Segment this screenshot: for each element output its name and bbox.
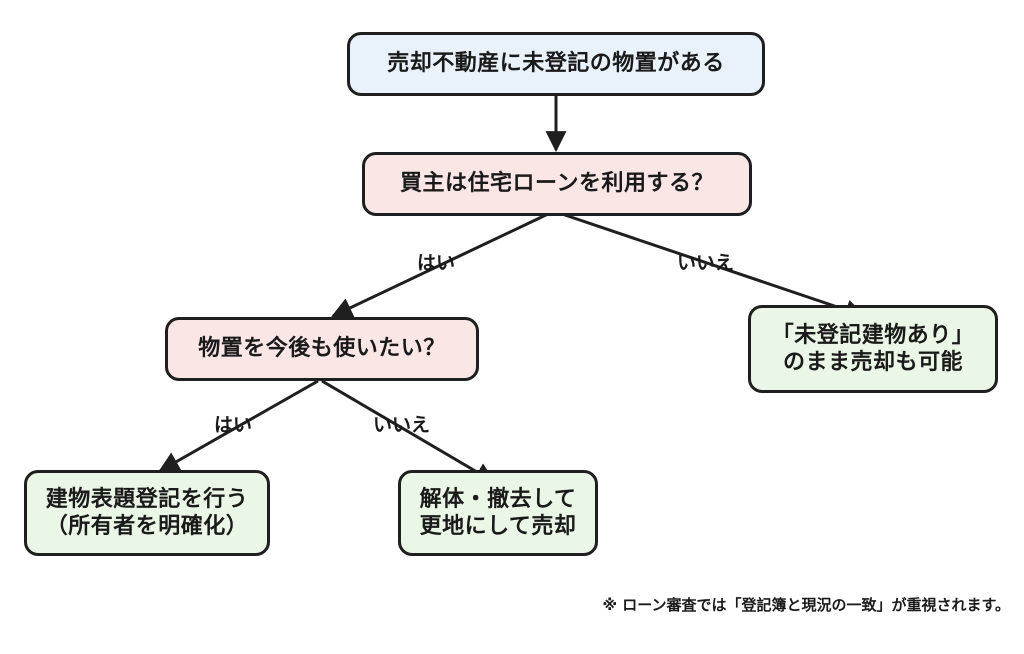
node-outcome-register-line1: 建物表題登記を行う: [45, 486, 249, 512]
edge-label-loan-yes: はい: [417, 252, 456, 274]
edge-label-use-no: いいえ: [373, 414, 431, 436]
arrow-loan-yes: [331, 212, 549, 318]
node-outcome-demolish-line1: 解体・撤去して: [419, 486, 577, 512]
node-start-text: 売却不動産に未登記の物置がある: [387, 51, 725, 77]
node-question-loan-text: 買主は住宅ローンを利用する？: [400, 171, 714, 197]
arrow-use-no: [321, 379, 496, 484]
node-question-use-text: 物置を今後も使いたい？: [198, 336, 446, 362]
arrow-loan-no: [561, 212, 866, 320]
node-start: 売却不動産に未登記の物置がある: [347, 32, 765, 96]
node-outcome-sell-as-is-line2: のまま売却も可能: [782, 350, 963, 375]
node-outcome-sell-as-is-line1: 「未登記建物あり」: [771, 322, 975, 348]
edge-label-use-yes: はい: [214, 414, 253, 436]
node-outcome-demolish: 解体・撤去して 更地にして売却: [398, 470, 598, 556]
node-question-use: 物置を今後も使いたい？: [165, 317, 479, 381]
node-outcome-register-line2: （所有者を明確化）: [45, 514, 249, 539]
node-outcome-demolish-line2: 更地にして売却: [419, 514, 577, 539]
node-question-loan: 買主は住宅ローンを利用する？: [362, 152, 752, 216]
edge-label-loan-no: いいえ: [677, 252, 735, 274]
footnote: ※ ローン審査では「登記簿と現況の一致」が重視されます。: [602, 596, 1010, 614]
arrow-use-yes: [158, 379, 319, 473]
node-outcome-register: 建物表題登記を行う （所有者を明確化）: [24, 470, 270, 556]
node-outcome-sell-as-is: 「未登記建物あり」 のまま売却も可能: [748, 305, 998, 393]
